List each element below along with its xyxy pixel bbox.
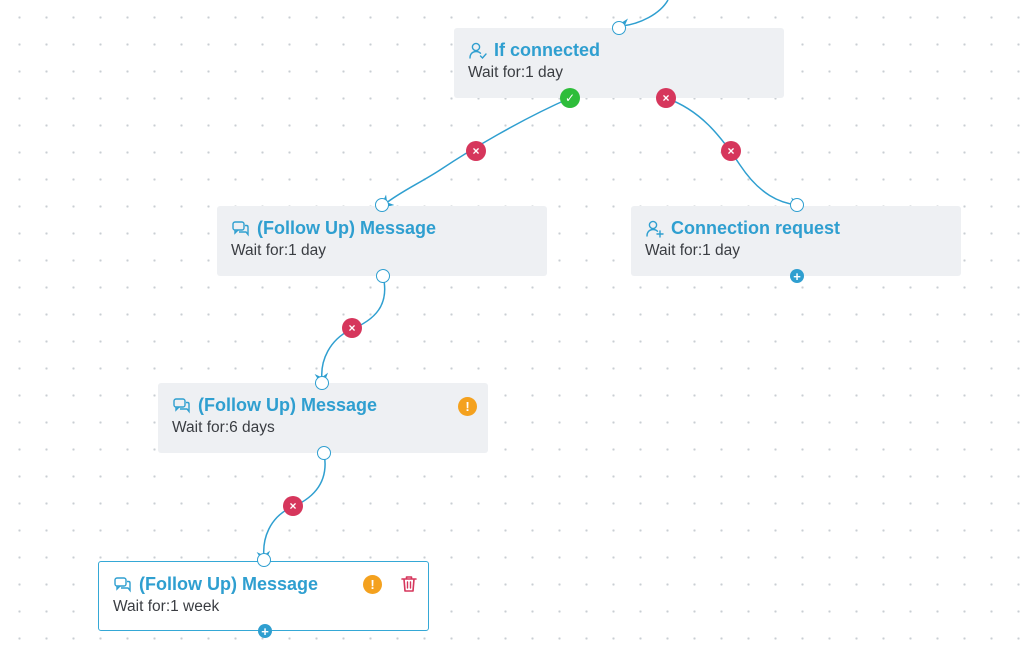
warning-icon[interactable]: !: [458, 397, 477, 416]
node-wait-label: Wait for:1 week: [113, 598, 220, 615]
output-port-follow-up-2[interactable]: [317, 446, 331, 460]
warning-icon[interactable]: !: [363, 575, 382, 594]
node-title: (Follow Up) Message: [257, 218, 437, 238]
input-port-if-connected[interactable]: [612, 21, 626, 35]
input-port-follow-up-1[interactable]: [375, 198, 389, 212]
chat-bubbles-icon: [232, 220, 249, 236]
node-title: If connected: [494, 40, 601, 60]
node-title: Connection request: [671, 218, 841, 238]
node-title-row: (Follow Up) Message: [172, 395, 377, 416]
connector-yes-to-followup-1: [379, 97, 571, 209]
delete-trash-icon[interactable]: [399, 574, 419, 594]
input-port-connection-request[interactable]: [790, 198, 804, 212]
node-title-row: If connected: [468, 40, 600, 61]
yes-branch-check-icon[interactable]: ✓: [560, 88, 580, 108]
node-title-row: Connection request: [645, 218, 840, 239]
condition-x-icon[interactable]: ×: [342, 318, 362, 338]
condition-x-icon[interactable]: ×: [721, 141, 741, 161]
node-wait-label: Wait for:1 day: [231, 242, 327, 259]
node-title-row: (Follow Up) Message: [113, 574, 318, 595]
node-if-connected[interactable]: If connected Wait for:1 day: [454, 28, 784, 98]
node-follow-up-message-2[interactable]: (Follow Up) Message Wait for:6 days !: [158, 383, 488, 453]
input-port-follow-up-3[interactable]: [257, 553, 271, 567]
user-check-icon: [469, 42, 487, 59]
chat-bubbles-icon: [173, 397, 190, 413]
node-title: (Follow Up) Message: [139, 574, 319, 594]
connector-no-to-connection-request: [665, 97, 804, 211]
chat-bubbles-icon: [114, 576, 131, 592]
input-port-follow-up-2[interactable]: [315, 376, 329, 390]
no-branch-x-icon[interactable]: ×: [656, 88, 676, 108]
add-step-plus-icon[interactable]: +: [258, 624, 272, 638]
node-follow-up-message-1[interactable]: (Follow Up) Message Wait for:1 day: [217, 206, 547, 276]
user-plus-icon: [646, 220, 664, 238]
node-wait-label: Wait for:1 day: [645, 242, 741, 259]
connector-incoming: [615, 0, 669, 32]
condition-x-icon[interactable]: ×: [283, 496, 303, 516]
node-title-row: (Follow Up) Message: [231, 218, 436, 239]
output-port-follow-up-1[interactable]: [376, 269, 390, 283]
condition-x-icon[interactable]: ×: [466, 141, 486, 161]
add-step-plus-icon[interactable]: +: [790, 269, 804, 283]
node-wait-label: Wait for:6 days: [172, 419, 275, 436]
node-title: (Follow Up) Message: [198, 395, 378, 415]
node-follow-up-message-3[interactable]: (Follow Up) Message Wait for:1 week !: [98, 561, 429, 631]
node-wait-label: Wait for:1 day: [468, 64, 564, 81]
node-connection-request[interactable]: Connection request Wait for:1 day: [631, 206, 961, 276]
